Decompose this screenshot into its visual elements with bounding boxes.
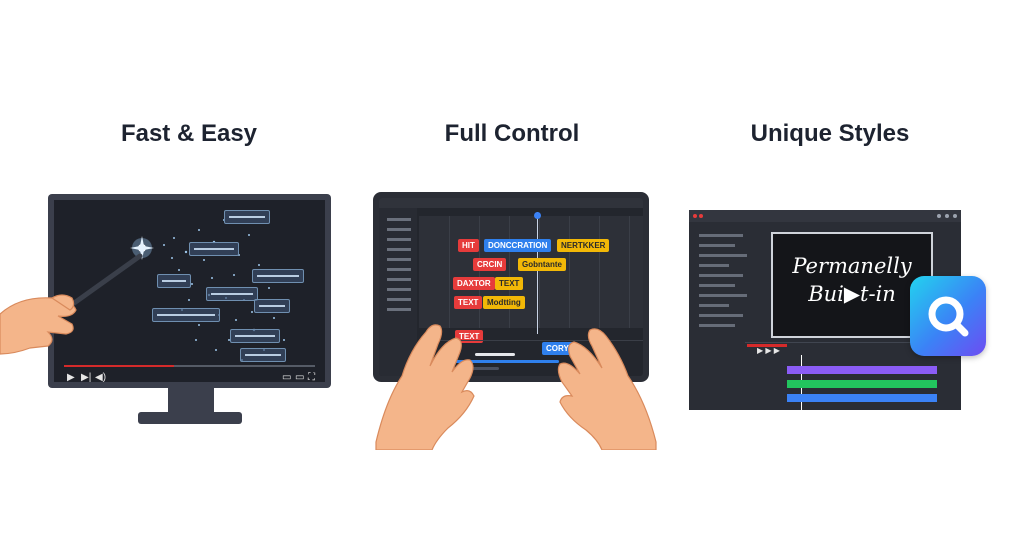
caption-tag[interactable]: CORY — [542, 342, 573, 355]
subtitle-segment — [230, 329, 280, 343]
caption-tag[interactable]: CRCIN — [473, 258, 507, 271]
hand-with-wand — [0, 253, 143, 355]
panel-title-unique-styles: Unique Styles — [750, 120, 910, 147]
video-player[interactable]: ▶ ▶| ◀) ▭ ▭ ⛶ — [54, 200, 325, 382]
panel-title-full-control: Full Control — [444, 120, 580, 147]
caption-tag[interactable]: DONCCRATION — [484, 239, 552, 252]
panel-title-fast-easy: Fast & Easy — [120, 120, 258, 147]
hands-on-tablet — [375, 324, 657, 450]
subtitle-segment — [152, 308, 220, 322]
styled-caption-line-2: Bui▶t-in — [808, 282, 896, 306]
playhead-handle[interactable] — [534, 212, 541, 219]
subtitles-icon[interactable]: ▭ — [282, 372, 292, 382]
video-progress-fill — [64, 365, 175, 367]
play-icon[interactable]: ▶ ▶ ▶ — [757, 346, 780, 355]
caption-tag[interactable]: HIT — [458, 239, 479, 252]
search-icon — [928, 296, 969, 337]
caption-tag[interactable]: TEXT — [455, 330, 484, 343]
magic-wand-icon — [67, 253, 143, 309]
caption-tag[interactable]: Modtting — [483, 296, 525, 309]
monitor: ▶ ▶| ◀) ▭ ▭ ⛶ — [48, 194, 331, 388]
subtitle-segment — [206, 287, 258, 301]
styled-caption-line-1: Permanelly — [792, 254, 912, 278]
timeline-clip[interactable] — [475, 353, 515, 356]
monitor-stand-foot — [138, 412, 242, 424]
preview-canvas[interactable]: Permanelly Bui▶t-in — [771, 232, 933, 338]
settings-icon[interactable]: ▭ — [295, 372, 305, 382]
timeline-clip[interactable] — [439, 360, 559, 363]
editor-toolbar — [379, 198, 643, 208]
caption-tag[interactable]: TEXT — [454, 296, 483, 309]
subtitle-segment — [240, 348, 286, 362]
volume-icon[interactable]: ◀) — [95, 372, 107, 382]
subtitle-segment — [189, 242, 239, 256]
subtitle-segment — [252, 269, 304, 283]
fullscreen-icon[interactable]: ⛶ — [308, 372, 315, 382]
caption-track[interactable] — [787, 380, 937, 388]
video-track[interactable] — [787, 394, 937, 402]
caption-tag[interactable]: DAXTOR — [453, 277, 495, 290]
subtitle-segment — [254, 299, 290, 313]
subtitle-segment — [224, 210, 270, 224]
caption-tag[interactable]: NERTKKER — [557, 239, 610, 252]
app-logo-badge — [910, 276, 986, 356]
track-area[interactable] — [419, 216, 643, 328]
play-icon[interactable]: ▶ — [67, 372, 75, 382]
editor-progress — [747, 344, 787, 347]
monitor-stand-neck — [168, 388, 214, 414]
style-track[interactable] — [787, 366, 937, 374]
editor-titlebar — [689, 210, 961, 222]
caption-tag[interactable]: Gobntante — [518, 258, 566, 271]
playhead[interactable] — [537, 212, 538, 334]
subtitle-segment — [157, 274, 191, 288]
caption-tag[interactable]: TEXT — [495, 277, 524, 290]
next-icon[interactable]: ▶| — [81, 372, 92, 382]
video-progress-bar[interactable] — [64, 365, 315, 367]
editor-sidebar — [379, 208, 417, 376]
